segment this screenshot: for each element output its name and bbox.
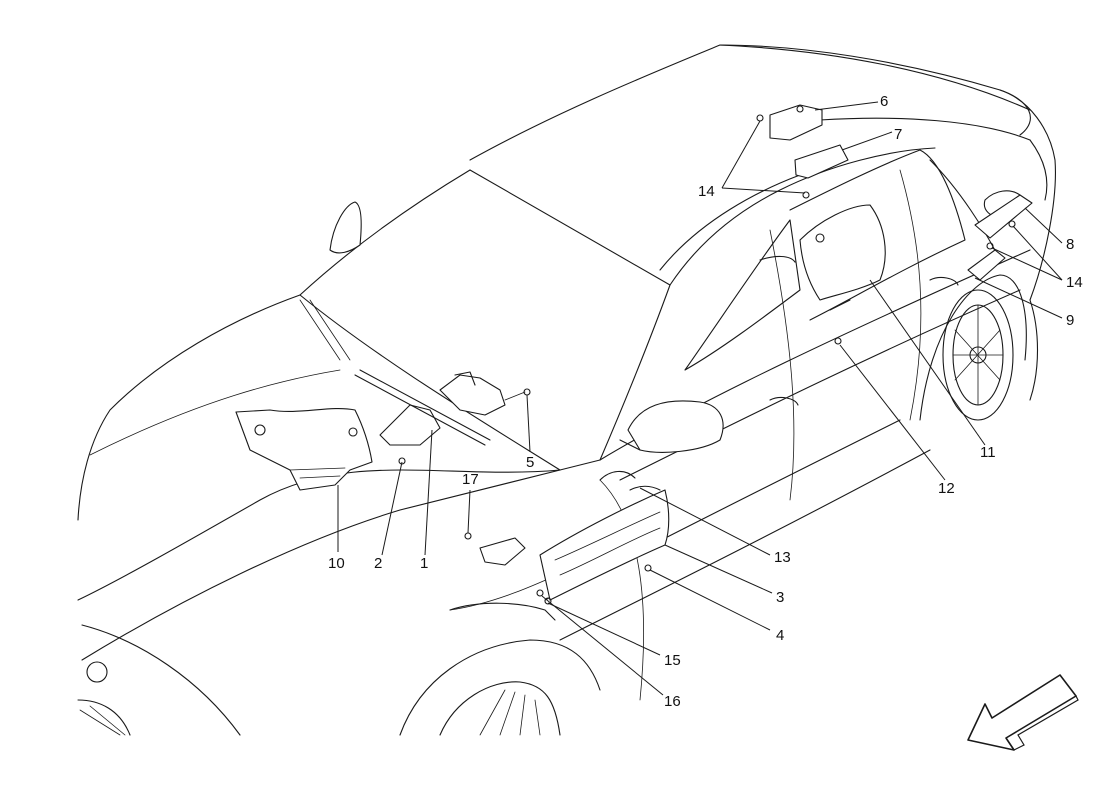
direction-arrow-icon: [967, 674, 1079, 751]
callout-17: 17: [462, 471, 479, 488]
parts: [235, 104, 1033, 621]
callout-3: 3: [776, 589, 784, 606]
callout-8: 8: [1066, 236, 1074, 253]
part-8-bracket: [974, 194, 1033, 239]
callout-13: 13: [774, 549, 791, 566]
part-9-bracket: [967, 249, 1006, 281]
callout-4: 4: [776, 627, 784, 644]
callout-2: 2: [374, 555, 382, 572]
callout-7: 7: [894, 126, 902, 143]
callout-5: 5: [526, 454, 534, 471]
callout-12: 12: [938, 480, 955, 497]
callout-10: 10: [328, 555, 345, 572]
part-6-bracket: [769, 104, 823, 141]
callout-14b: 14: [1066, 274, 1083, 291]
part-15-bracket: [479, 537, 526, 566]
callouts: 1 2 3 4 5 6 7 8 9 10 11 12 13 14 14 15 1…: [328, 93, 1083, 710]
callout-14a: 14: [698, 183, 715, 200]
callout-1: 1: [420, 555, 428, 572]
callout-11: 11: [980, 444, 996, 461]
part-5-bracket: [439, 374, 506, 416]
callout-16: 16: [664, 693, 681, 710]
leader-lines: [337, 101, 1063, 696]
callout-9: 9: [1066, 312, 1074, 329]
part-10-bracket: [235, 408, 373, 491]
car-body-outline: [77, 44, 1056, 736]
part-3-shield: [539, 489, 670, 601]
callout-15: 15: [664, 652, 681, 669]
callout-6: 6: [880, 93, 888, 110]
part-7-bracket: [794, 144, 849, 179]
part-11-panel: [799, 204, 886, 301]
